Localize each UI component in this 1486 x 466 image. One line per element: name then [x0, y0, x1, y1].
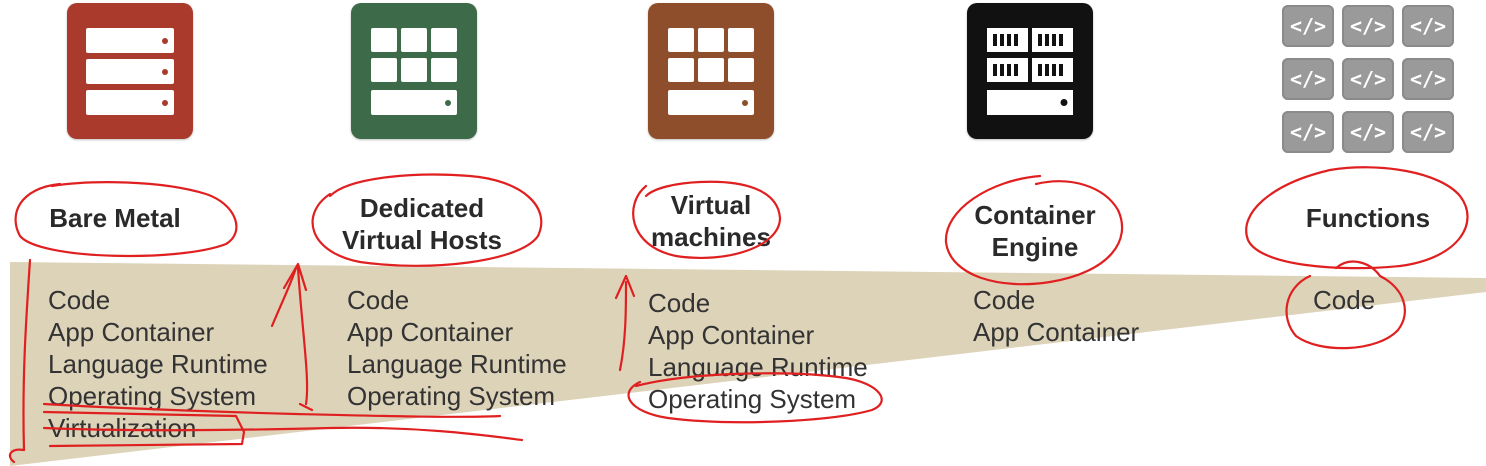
dedicated-virtual-hosts-title: Dedicated Virtual Hosts: [322, 192, 522, 256]
layer-item: Code: [48, 285, 111, 315]
code-tile: </>: [1282, 58, 1334, 100]
layer-item: App Container: [347, 317, 514, 347]
layer-item: App Container: [48, 317, 215, 347]
host-slot: [668, 90, 754, 115]
functions-layers: Code: [1313, 284, 1375, 316]
layer-item: Code: [973, 285, 1036, 315]
vm-cell: [431, 58, 457, 82]
title-line: Virtual: [670, 190, 752, 220]
layer-item: Language Runtime: [48, 349, 268, 379]
vm-cell: [698, 28, 724, 52]
dedicated-virtual-hosts-icon: [351, 3, 477, 139]
layer-item: Operating System: [648, 384, 857, 414]
vm-cell: [401, 28, 427, 52]
layer-item: Operating System: [347, 381, 556, 411]
server-slot: [86, 90, 174, 115]
functions-code-grid-icon: </> </> </> </> </> </> </> </> </>: [1282, 5, 1454, 155]
layer-item: Language Runtime: [347, 349, 567, 379]
dedicated-virtual-hosts-layers: Code App Container Language Runtime Oper…: [347, 284, 567, 412]
code-tile: </>: [1282, 5, 1334, 47]
layer-item: App Container: [973, 317, 1140, 347]
vm-cell: [668, 58, 694, 82]
code-tile: </>: [1342, 111, 1394, 153]
vm-cell: [371, 28, 397, 52]
layer-item: Language Runtime: [648, 352, 868, 382]
layer-item: Code: [1313, 285, 1376, 315]
container-engine-icon: [967, 3, 1093, 139]
layer-item: Operating System: [48, 381, 257, 411]
code-tile: </>: [1342, 58, 1394, 100]
code-tile: </>: [1402, 5, 1454, 47]
vm-cell: [728, 58, 754, 82]
code-tile: </>: [1402, 111, 1454, 153]
virtual-machines-icon: [648, 3, 774, 139]
title-line: machines: [651, 222, 771, 252]
layer-item: Code: [648, 288, 711, 318]
host-slot: [371, 90, 457, 115]
bare-metal-layers: Code App Container Language Runtime Oper…: [48, 284, 268, 444]
layer-item: Code: [347, 285, 410, 315]
code-tile: </>: [1402, 58, 1454, 100]
server-slot: [86, 59, 174, 84]
vm-cell: [401, 58, 427, 82]
layer-item: Virtualization: [48, 413, 197, 443]
vm-cell: [728, 28, 754, 52]
server-slot: [86, 28, 174, 53]
bare-metal-title: Bare Metal: [30, 202, 200, 234]
title-line: Container: [974, 200, 1096, 230]
title-line: Virtual Hosts: [342, 225, 502, 255]
vm-cell: [668, 28, 694, 52]
container-engine-layers: Code App Container: [973, 284, 1139, 348]
vm-cell: [431, 28, 457, 52]
bare-metal-server-icon: [67, 3, 193, 139]
code-tile: </>: [1282, 111, 1334, 153]
functions-title: Functions: [1288, 202, 1448, 234]
virtual-machines-title: Virtual machines: [638, 189, 784, 253]
virtual-machines-layers: Code App Container Language Runtime Oper…: [648, 287, 868, 415]
vm-cell: [371, 58, 397, 82]
container-engine-title: Container Engine: [955, 199, 1115, 263]
title-line: Bare Metal: [49, 203, 181, 233]
code-tile: </>: [1342, 5, 1394, 47]
title-line: Functions: [1305, 203, 1431, 233]
vm-cell: [698, 58, 724, 82]
title-line: Engine: [991, 232, 1079, 262]
container-grid-svg: [987, 28, 1073, 115]
title-line: Dedicated: [359, 193, 485, 223]
layer-item: App Container: [648, 320, 815, 350]
